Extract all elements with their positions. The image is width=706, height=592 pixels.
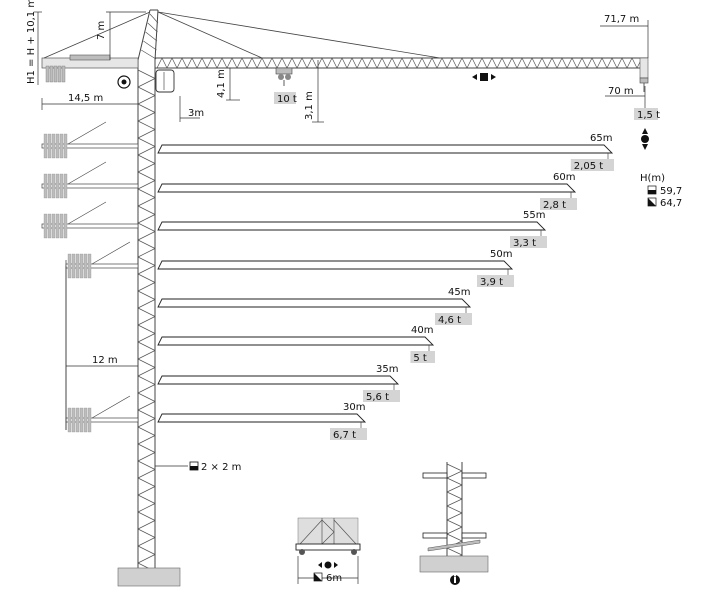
jib-length-label: 45m xyxy=(448,287,470,298)
height-icon-2 xyxy=(647,197,657,207)
svg-text:10 t: 10 t xyxy=(277,94,297,105)
top-7m-label: 7 m xyxy=(96,21,107,40)
jib-config: 35m 5,6 t xyxy=(157,364,400,403)
mast-foundation xyxy=(117,567,181,587)
max-load-tag: 10 t xyxy=(274,92,297,105)
jib-load-label: 3,9 t xyxy=(480,277,503,288)
jib-load-label: 2,8 t xyxy=(543,200,566,211)
jib-71-7-label: 71,7 m xyxy=(604,14,639,25)
height-4-1-label: 4,1 m xyxy=(216,69,227,98)
trolley-hook xyxy=(275,67,293,86)
jib-load-tag xyxy=(540,198,577,210)
jib-load-tag xyxy=(330,428,367,440)
counter-14-5-label: 14,5 m xyxy=(68,93,103,104)
jib-load-tag xyxy=(570,159,614,171)
jib-load-tag xyxy=(410,351,435,363)
counter-jib-option xyxy=(65,241,139,279)
operator-cab xyxy=(155,69,175,93)
jib-load-tag xyxy=(363,390,400,402)
jib-load-tag xyxy=(477,275,514,287)
jib-config: 30m 6,7 t xyxy=(157,402,367,441)
jib-config: 55m 3,3 t xyxy=(157,210,547,249)
trolley-travel-icon xyxy=(472,73,496,81)
jib-config: 60m 2,8 t xyxy=(157,172,577,211)
tower-head xyxy=(137,9,159,61)
counter-jib-options xyxy=(41,121,139,433)
jib-config: 65m 2,05 t xyxy=(157,133,614,172)
jib-load-label: 4,6 t xyxy=(438,315,461,326)
travelling-base xyxy=(295,517,361,555)
jib-length-label: 55m xyxy=(523,210,545,221)
jib-length-label: 40m xyxy=(411,325,433,336)
jib-length-label: 35m xyxy=(376,364,398,375)
ballast-12m-label: 12 m xyxy=(92,355,118,366)
svg-text:1,5 t: 1,5 t xyxy=(637,110,660,121)
counter-jib-option xyxy=(41,161,139,199)
jib-length-label: 30m xyxy=(343,402,365,413)
height-row-1: 59,7 xyxy=(660,186,682,197)
counter-jib xyxy=(41,11,151,83)
mast-section-label: 2 × 2 m xyxy=(201,462,241,473)
dimension-lines xyxy=(34,11,649,584)
offset-3m-label: 3m xyxy=(188,108,204,119)
jib-config: 50m 3,9 t xyxy=(157,249,514,288)
base-6m-label: 6m xyxy=(326,573,342,584)
height-table-title: H(m) xyxy=(640,173,665,184)
main-jib xyxy=(155,11,649,79)
tip-hook xyxy=(639,77,649,92)
jib-length-label: 50m xyxy=(490,249,512,260)
hoist-direction-icon xyxy=(641,128,649,150)
jib-70-label: 70 m xyxy=(608,86,634,97)
jib-config: 40m 5 t xyxy=(157,325,435,364)
counter-jib-option xyxy=(41,201,139,239)
counter-jib-option xyxy=(41,121,139,159)
jib-load-tag xyxy=(510,236,547,248)
jib-load-tag xyxy=(435,313,472,325)
jib-length-label: 60m xyxy=(553,172,575,183)
climbing-detail xyxy=(419,462,489,573)
jib-load-label: 5,6 t xyxy=(366,392,389,403)
jib-load-label: 3,3 t xyxy=(513,238,536,249)
jib-length-label: 65m xyxy=(590,133,612,144)
slewing-icon xyxy=(117,75,131,89)
base-corner-icon xyxy=(313,572,323,582)
travel-direction-icon xyxy=(318,561,338,569)
height-row-2: 64,7 xyxy=(660,198,682,209)
h1-label: H1 = H + 10,1 m xyxy=(26,0,37,84)
jib-load-label: 6,7 t xyxy=(333,430,356,441)
mast xyxy=(137,60,156,581)
jib-load-label: 5 t xyxy=(413,353,427,364)
jib-config: 45m 4,6 t xyxy=(157,287,472,326)
counter-jib-option xyxy=(65,395,139,433)
info-icon xyxy=(450,575,460,585)
height-3-1-label: 3,1 m xyxy=(304,91,315,120)
mast-section-icon xyxy=(189,461,199,471)
jib-load-label: 2,05 t xyxy=(574,161,603,172)
height-icon-1 xyxy=(647,185,657,195)
tip-load-tag: 1,5 t xyxy=(634,108,660,121)
